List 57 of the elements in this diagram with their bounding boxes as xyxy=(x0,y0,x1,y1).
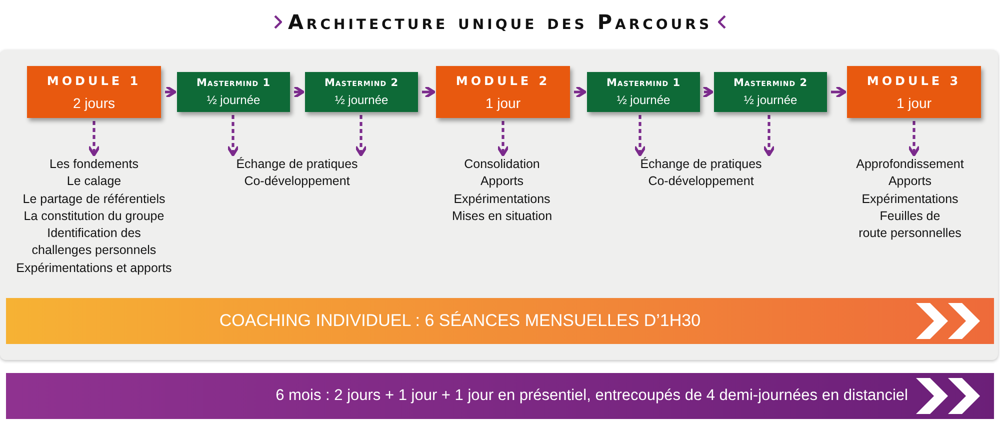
session-box xyxy=(714,72,827,112)
topic-text: Co-développement xyxy=(244,173,350,190)
arrow xyxy=(293,85,304,99)
dashed-arrow xyxy=(762,115,776,156)
dashed-arrow xyxy=(907,121,921,156)
box-heading: MODULE 1 xyxy=(46,74,142,88)
topic-text: Échange de pratiques xyxy=(640,156,762,173)
title: Architecture unique des Parcours xyxy=(288,10,712,34)
box-heading: Mastermind 2 xyxy=(324,77,399,89)
duration-text: ½ journée xyxy=(334,93,388,107)
arrow xyxy=(422,85,436,99)
duration-text: 1 jour xyxy=(485,94,521,110)
dashed-arrow xyxy=(496,121,510,156)
module-box xyxy=(27,66,161,118)
session-box xyxy=(177,72,290,112)
banner xyxy=(6,373,994,419)
topic-text: Apports xyxy=(480,173,524,190)
arrow xyxy=(574,85,586,99)
topic-text: Le calage xyxy=(66,173,122,190)
dashed-arrow xyxy=(354,115,368,156)
box-heading: MODULE 2 xyxy=(456,74,550,88)
topic-text: Co-développement xyxy=(648,173,754,190)
topic-text: Mises en situation xyxy=(452,208,552,225)
module-box xyxy=(847,66,981,118)
box-heading: Mastermind 2 xyxy=(733,77,808,89)
topic-text: Expérimentations xyxy=(454,190,550,208)
topic-text: Consolidation xyxy=(464,156,540,173)
duration-text: ½ journée xyxy=(206,93,260,107)
arrow xyxy=(165,85,176,99)
topic-text: Identification des challenges personnels xyxy=(30,225,158,260)
box-heading: Mastermind 1 xyxy=(196,77,271,89)
box-heading: Mastermind 1 xyxy=(606,77,681,89)
module-box xyxy=(436,66,570,118)
topic-text: Expérimentations xyxy=(862,190,958,208)
topic-text: Expérimentations et apports xyxy=(16,260,172,277)
topic-text: Le partage de référentiels xyxy=(22,190,166,208)
session-box xyxy=(587,72,700,112)
topic-text: La constitution du groupe xyxy=(24,208,164,225)
duration-text: ½ journée xyxy=(616,93,670,107)
topic-text: Approfondissement xyxy=(856,156,964,173)
arrow xyxy=(702,85,714,99)
topic-text: Échange de pratiques xyxy=(236,156,358,173)
dashed-arrow xyxy=(633,115,647,156)
banner-text: 6 mois : 2 jours + 1 jour + 1 jour en présentiel, entrecoupés de 4 demi-journées en distanciel xyxy=(276,387,908,405)
box-heading: MODULE 3 xyxy=(866,74,962,88)
dashed-arrow xyxy=(226,115,240,156)
topic-text: Apports xyxy=(888,173,932,190)
duration-text: 1 jour xyxy=(896,94,932,110)
duration-text: ½ journée xyxy=(744,93,798,107)
topic-text: Les fondements xyxy=(50,156,138,173)
banner xyxy=(6,298,994,344)
arrow xyxy=(831,85,846,99)
session-box xyxy=(305,72,418,112)
dashed-arrow xyxy=(87,121,101,156)
duration-text: 2 jours xyxy=(72,94,116,110)
topic-text: Feuilles de route personnelles xyxy=(858,208,962,242)
banner-text: COACHING INDIVIDUEL : 6 SÉANCES MENSUELLES D’1H30 xyxy=(219,311,701,331)
